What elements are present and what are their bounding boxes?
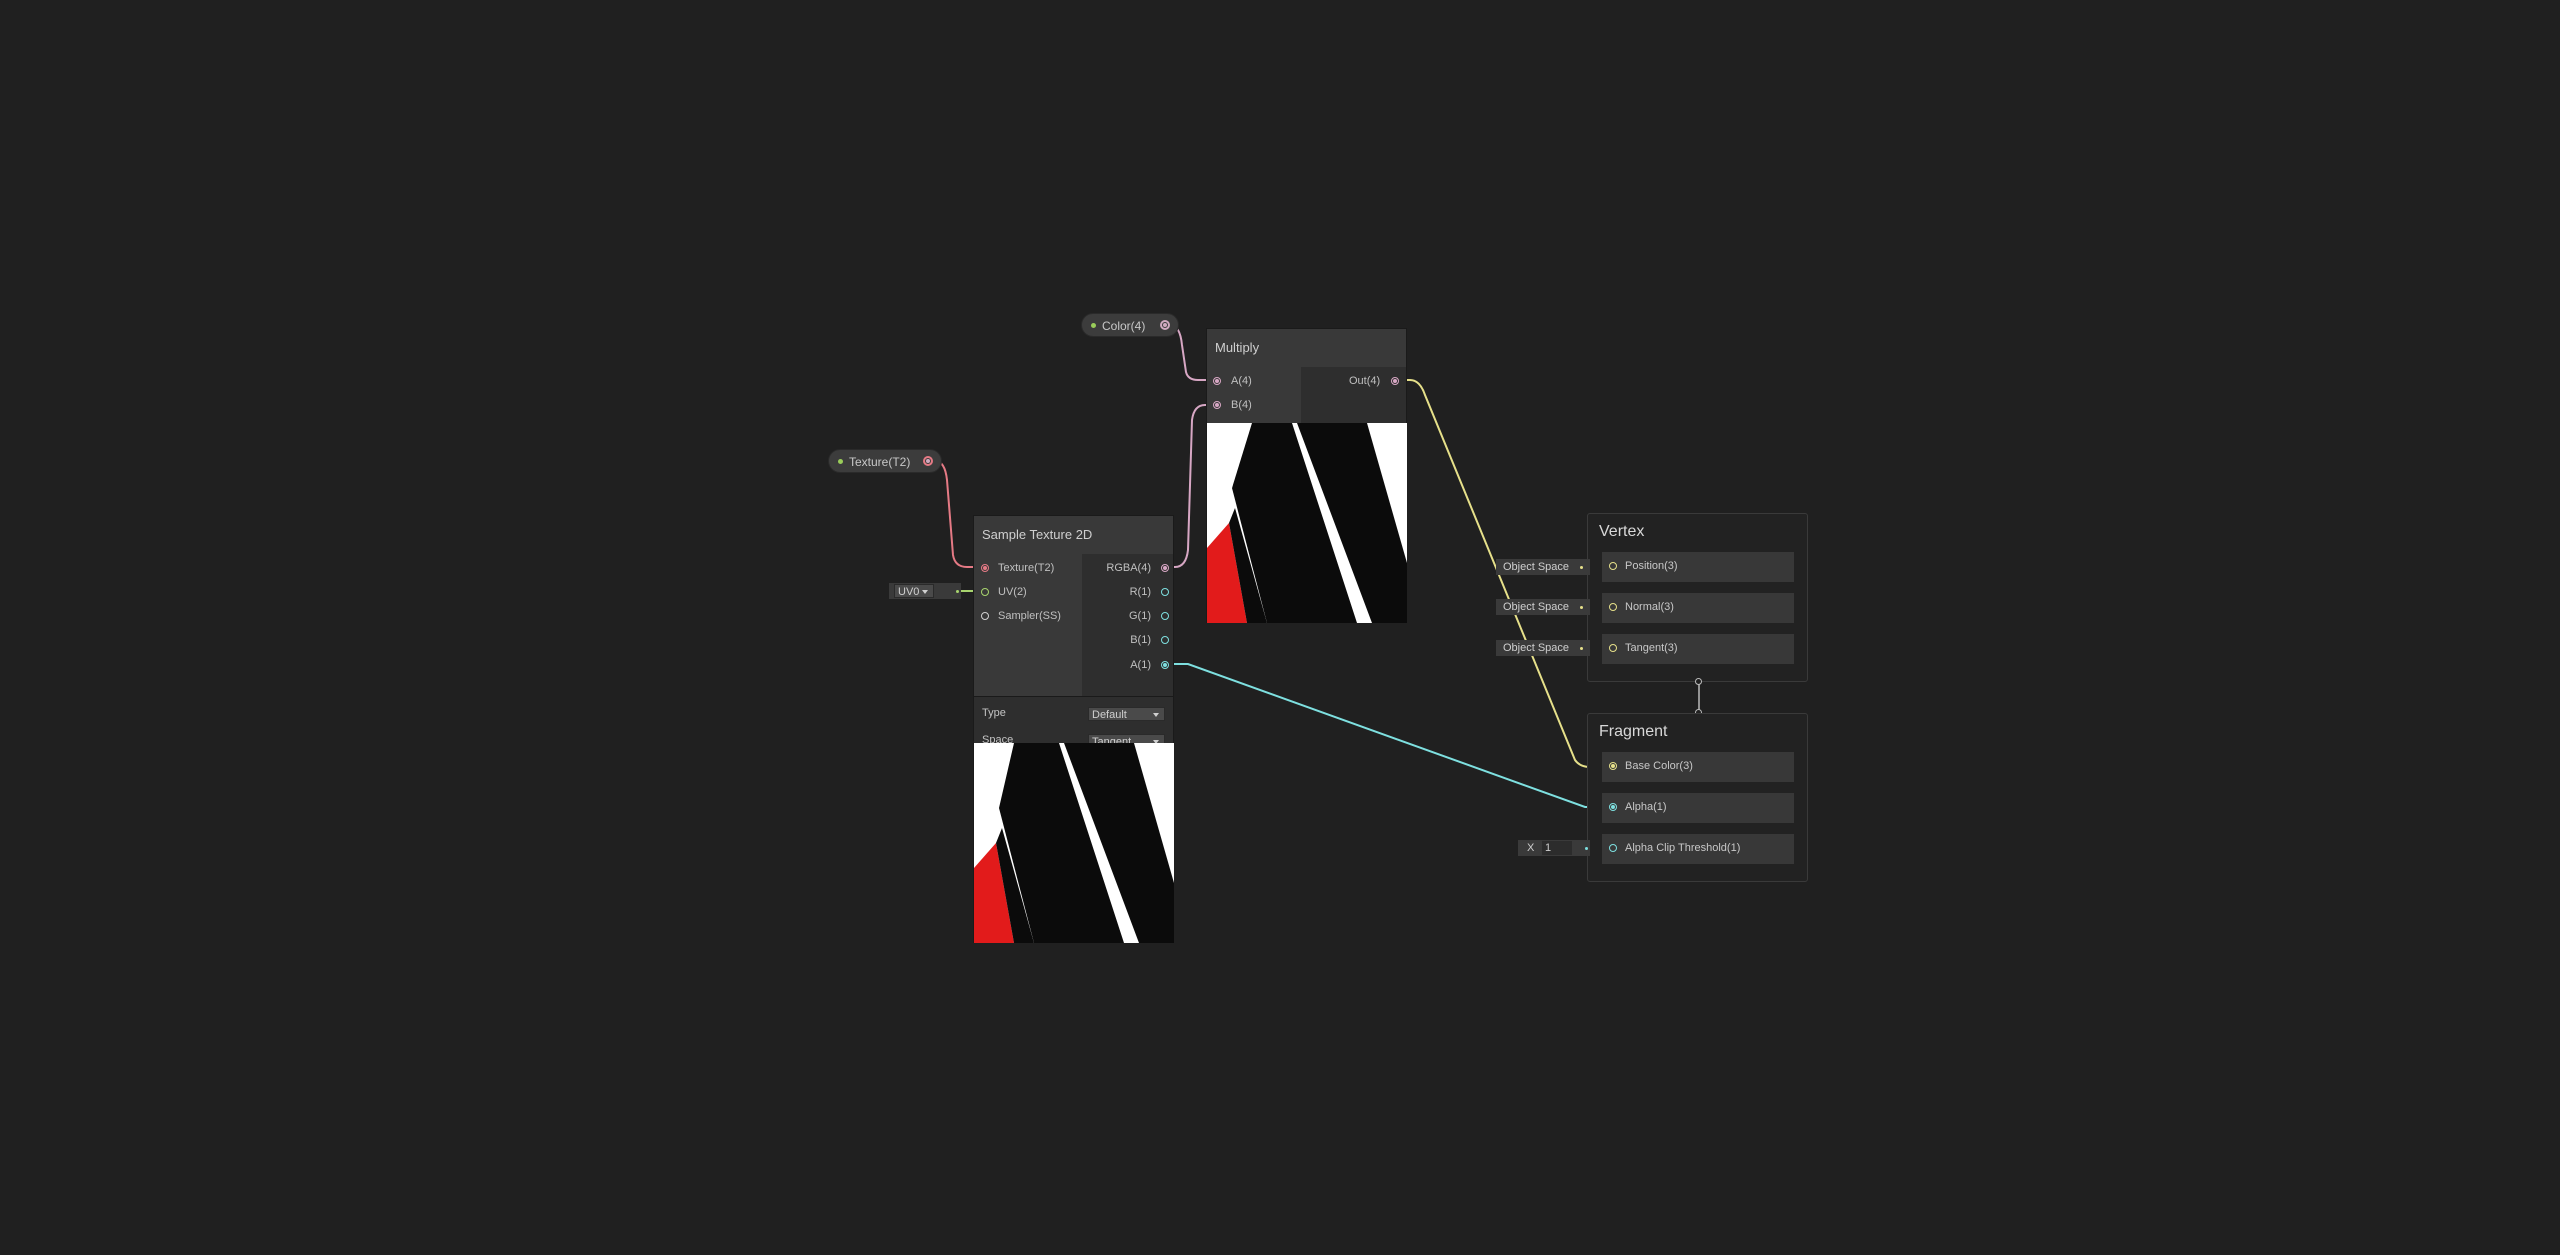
property-exposed-icon [838, 459, 843, 464]
output-rgba-port[interactable] [1161, 564, 1169, 572]
output-a[interactable]: A(1) [1105, 657, 1169, 673]
uv-channel-dropdown[interactable]: UV0 [894, 584, 934, 598]
output-b[interactable]: B(1) [1105, 632, 1169, 648]
tangent-space-tag[interactable]: Object Space [1496, 640, 1590, 656]
sample-texture-header[interactable]: Sample Texture 2D [974, 516, 1173, 554]
multiply-output[interactable]: Out(4) [1349, 373, 1404, 389]
sample-texture-preview-image [974, 743, 1174, 943]
chevron-down-icon [922, 590, 928, 594]
input-texture-port[interactable] [981, 564, 989, 572]
multiply-input-b-port[interactable] [1213, 401, 1221, 409]
output-g-port[interactable] [1161, 612, 1169, 620]
divider [974, 696, 1173, 697]
property-exposed-icon [1091, 323, 1096, 328]
vertex-block-position[interactable]: Position(3) [1602, 552, 1794, 582]
output-rgba[interactable]: RGBA(4) [1105, 560, 1169, 576]
input-uv-port[interactable] [981, 588, 989, 596]
uv-channel-inline[interactable]: UV0 [889, 583, 961, 599]
vertex-title: Vertex [1599, 523, 1645, 540]
output-a-port[interactable] [1161, 661, 1169, 669]
multiply-node-header[interactable]: Multiply [1207, 329, 1406, 367]
multiply-preview-image [1207, 423, 1407, 623]
alpha-clip-port-dot [1585, 847, 1588, 850]
tangent-port[interactable] [1609, 644, 1617, 652]
texture-property-label: Texture(T2) [849, 455, 911, 469]
sample-texture-inputs-panel [974, 554, 1082, 696]
base-color-port[interactable] [1609, 762, 1617, 770]
fragment-block-alpha[interactable]: Alpha(1) [1602, 793, 1794, 823]
output-r-port[interactable] [1161, 588, 1169, 596]
output-b-port[interactable] [1161, 636, 1169, 644]
multiply-node-title: Multiply [1215, 340, 1260, 355]
input-sampler-port[interactable] [981, 612, 989, 620]
color-output-port[interactable] [1160, 320, 1170, 330]
normal-port[interactable] [1609, 603, 1617, 611]
sample-texture-title: Sample Texture 2D [982, 527, 1093, 542]
fragment-block-base-color[interactable]: Base Color(3) [1602, 752, 1794, 782]
type-dropdown[interactable]: Default [1088, 707, 1165, 721]
uv-inline-port-dot [956, 590, 959, 593]
alpha-clip-value[interactable]: 1 [1542, 841, 1572, 855]
output-r[interactable]: R(1) [1105, 584, 1169, 600]
color-property-label: Color(4) [1102, 319, 1146, 333]
sample-texture-2d-node[interactable]: Sample Texture 2D Texture(T2) UV(2) Samp… [973, 515, 1174, 943]
position-port[interactable] [1609, 562, 1617, 570]
multiply-output-port[interactable] [1391, 377, 1399, 385]
vertex-block-tangent[interactable]: Tangent(3) [1602, 634, 1794, 664]
alpha-clip-axis-label: X [1527, 842, 1535, 854]
fragment-context[interactable]: Fragment Base Color(3) Alpha(1) Alpha Cl… [1587, 713, 1808, 882]
alpha-port[interactable] [1609, 803, 1617, 811]
vertex-context[interactable]: Vertex Position(3) Normal(3) Tangent(3) [1587, 513, 1808, 682]
position-space-tag[interactable]: Object Space [1496, 559, 1590, 575]
color-property-node[interactable]: Color(4) [1081, 313, 1179, 337]
fragment-title: Fragment [1599, 723, 1668, 740]
multiply-input-a-port[interactable] [1213, 377, 1221, 385]
wire-alpha-to-fragment [1162, 663, 1612, 808]
vertex-flow-out-port [1695, 678, 1702, 685]
type-label: Type [982, 707, 1006, 719]
chevron-down-icon [1153, 740, 1159, 744]
chevron-down-icon [1153, 713, 1159, 717]
vertex-block-normal[interactable]: Normal(3) [1602, 593, 1794, 623]
multiply-node[interactable]: Multiply A(4) B(4) Out(4) [1206, 328, 1407, 623]
output-g[interactable]: G(1) [1105, 608, 1169, 624]
texture-output-port[interactable] [923, 456, 933, 466]
alpha-clip-inline-input[interactable]: X 1 [1518, 840, 1590, 856]
normal-space-tag[interactable]: Object Space [1496, 599, 1590, 615]
fragment-block-alpha-clip[interactable]: Alpha Clip Threshold(1) [1602, 834, 1794, 864]
alpha-clip-port[interactable] [1609, 844, 1617, 852]
texture-property-node[interactable]: Texture(T2) [828, 449, 942, 473]
